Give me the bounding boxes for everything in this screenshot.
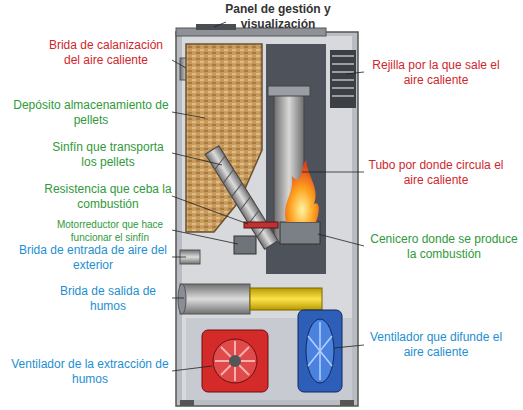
hopper-label: Depósito almacenamiento de pellets	[10, 98, 172, 128]
fan-label: Ventilador que difunde el aire caliente	[368, 330, 504, 360]
flue-label: Brida de salida de humos	[44, 284, 172, 314]
auger-label: Sinfín que transporta los pellets	[44, 140, 172, 170]
burnpot-label: Cenicero donde se produce la combustión	[368, 232, 520, 262]
tube-label: Tubo por donde circula el aire caliente	[368, 158, 504, 188]
igniter-label: Resistencia que ceba la combustión	[44, 182, 172, 212]
leader-lines	[172, 22, 364, 371]
flange-label: Brida de calanización del aire caliente	[40, 38, 172, 68]
panel-label: Panel de gestión y visualización	[218, 2, 338, 32]
intake-label: Brida de entrada de aire del exterior	[14, 243, 172, 273]
motor-label: Motorreductor que hace funcionar el sinf…	[48, 218, 172, 244]
extractor-label: Ventilador de la extracción de humos	[8, 357, 172, 387]
grille-label: Rejilla por la que sale el aire caliente	[368, 58, 504, 88]
